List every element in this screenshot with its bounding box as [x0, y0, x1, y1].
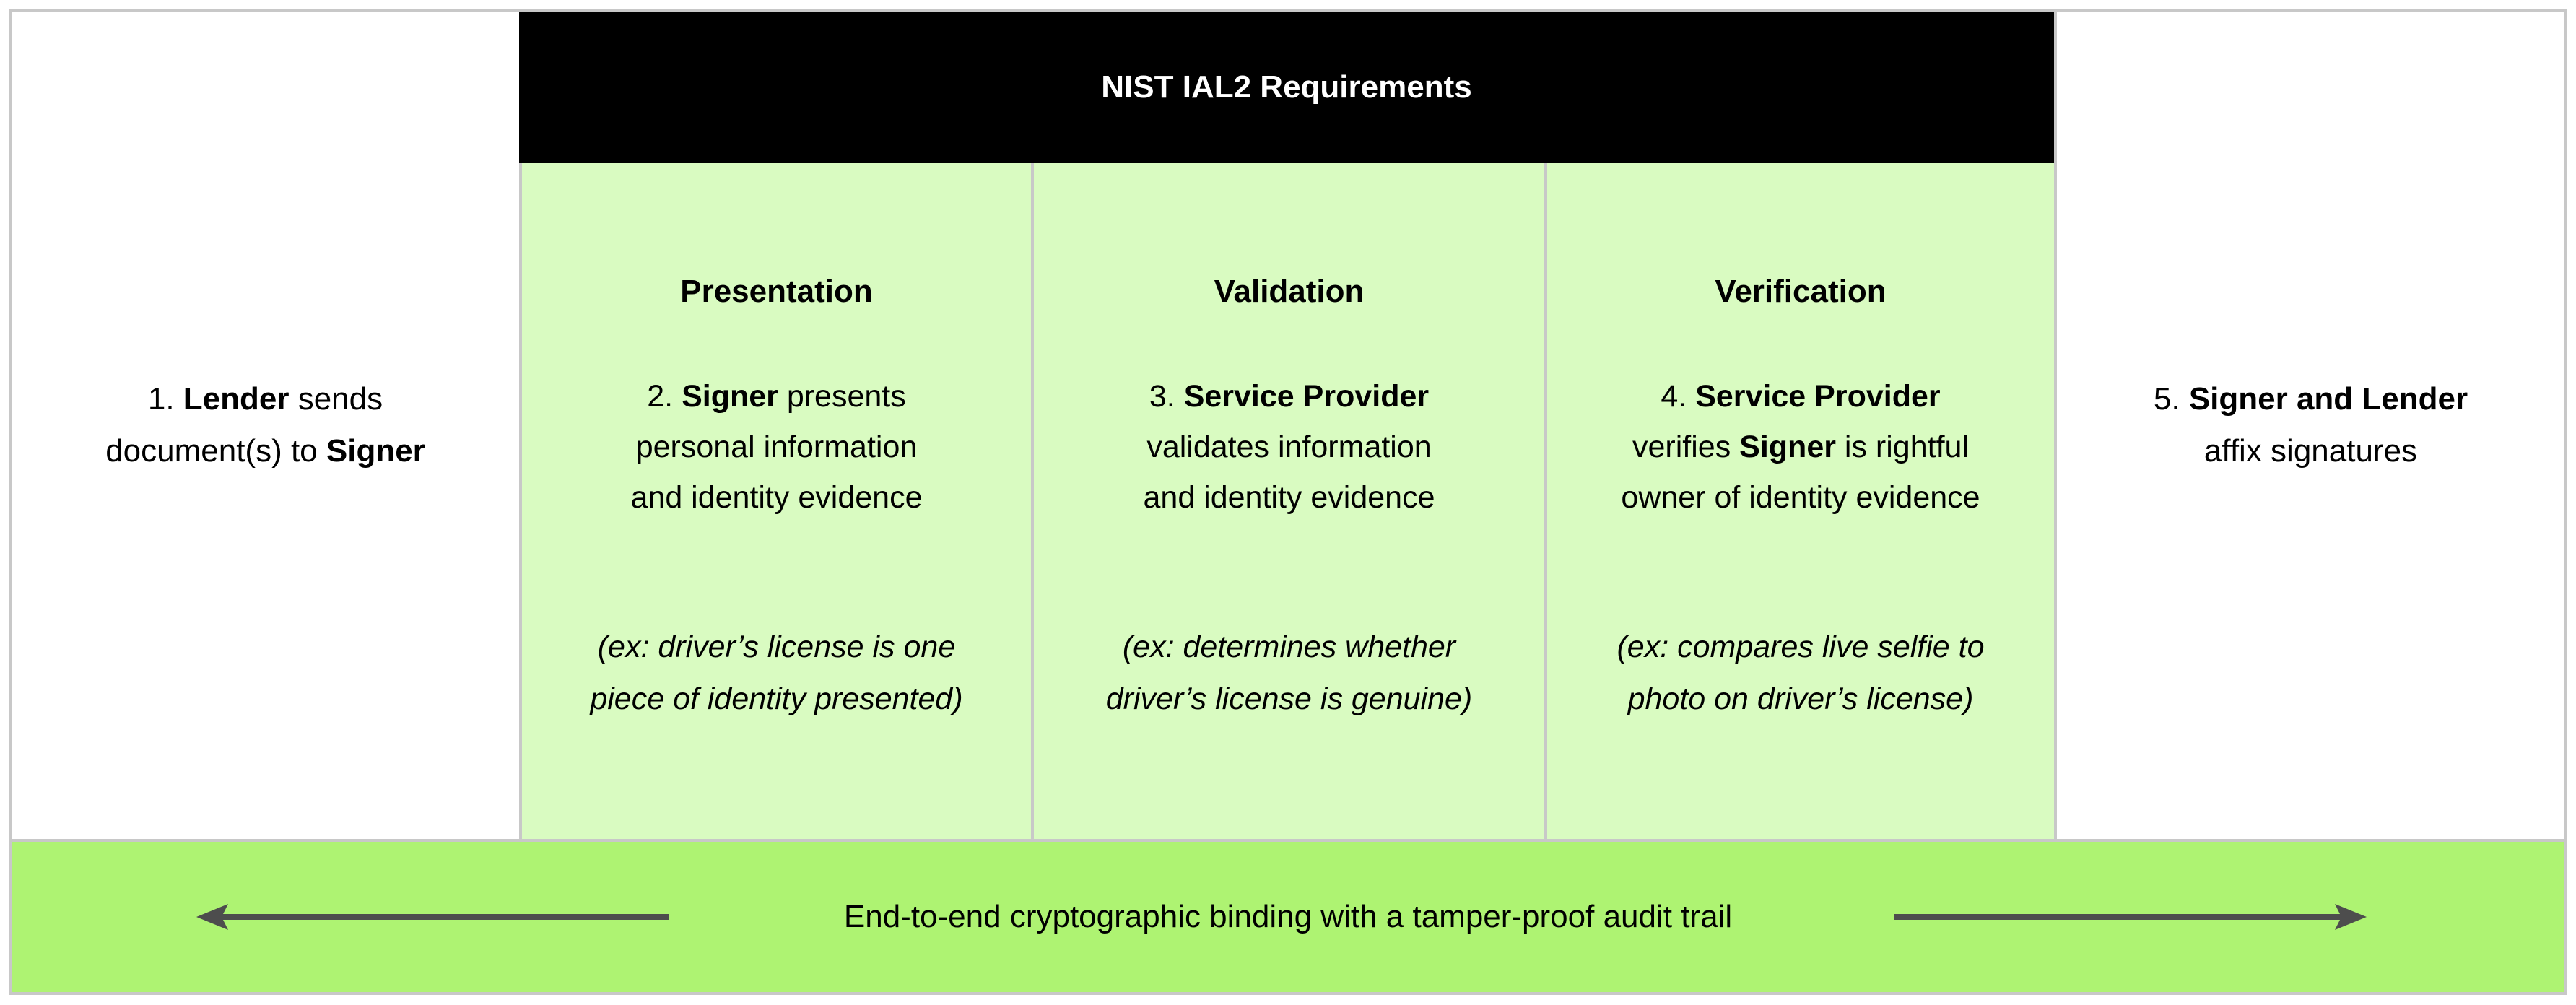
step2-line-2: personal information	[635, 430, 918, 464]
presentation-example-line-2: piece of identity presented)	[590, 682, 963, 716]
verification-heading: Verification	[1715, 274, 1887, 309]
step4-line-1: 4. Service Provider	[1661, 379, 1941, 414]
step4-line-2: verifies Signer is rightful	[1632, 430, 1969, 464]
step3-line-1: 3. Service Provider	[1149, 379, 1430, 414]
divider-left-col1	[519, 12, 522, 839]
column-validation: Validation 3. Service Provider validates…	[1034, 163, 1544, 839]
verification-example-line-1: (ex: compares live selfie to	[1616, 630, 1985, 664]
crypto-binding-banner: End-to-end cryptographic binding with a …	[12, 842, 2564, 992]
presentation-example-line-1: (ex: driver’s license is one	[597, 630, 956, 664]
validation-body: 3. Service Provider validates informatio…	[1034, 371, 1544, 523]
verification-body: 4. Service Provider verifies Signer is r…	[1547, 371, 2054, 523]
presentation-example: (ex: driver’s license is one piece of id…	[522, 621, 1031, 725]
validation-example-line-1: (ex: determines whether	[1122, 630, 1456, 664]
crypto-binding-label: End-to-end cryptographic binding with a …	[843, 899, 1733, 934]
step2-line-1: 2. Signer presents	[647, 379, 906, 414]
divider-col2-col3	[1544, 12, 1547, 839]
step3-line-2: validates information	[1146, 430, 1432, 464]
lender-step-cell: 1. Lender sends document(s) to Signer	[12, 12, 519, 839]
divider-col3-right	[2054, 12, 2057, 839]
step4-line-3: owner of identity evidence	[1621, 480, 1980, 515]
divider-table-banner	[12, 839, 2564, 842]
validation-example: (ex: determines whether driver’s license…	[1034, 621, 1544, 725]
right-arrow-icon	[1892, 901, 2368, 933]
nist-ial2-header-title: NIST IAL2 Requirements	[1101, 69, 1472, 105]
step1-line-2: document(s) to Signer	[105, 433, 425, 469]
presentation-heading: Presentation	[680, 274, 873, 309]
step3-line-3: and identity evidence	[1143, 480, 1435, 515]
step5-line-2: affix signatures	[2203, 433, 2418, 469]
step2-line-3: and identity evidence	[630, 480, 923, 515]
divider-col1-col2	[1031, 12, 1034, 839]
column-verification: Verification 4. Service Provider verifie…	[1547, 163, 2054, 839]
signer-lender-step-cell: 5. Signer and Lender affix signatures	[2057, 12, 2564, 839]
validation-heading: Validation	[1214, 274, 1365, 309]
diagram-frame: 1. Lender sends document(s) to Signer Pr…	[9, 9, 2567, 995]
presentation-body: 2. Signer presents personal information …	[522, 371, 1031, 523]
verification-example-line-2: photo on driver’s license)	[1627, 682, 1974, 716]
nist-ial2-header: NIST IAL2 Requirements	[519, 12, 2054, 163]
step1-line-1: 1. Lender sends	[147, 381, 383, 417]
step5-line-1: 5. Signer and Lender	[2153, 381, 2468, 417]
left-arrow-icon	[195, 901, 671, 933]
verification-example: (ex: compares live selfie to photo on dr…	[1547, 621, 2054, 725]
column-presentation: Presentation 2. Signer presents personal…	[522, 163, 1031, 839]
validation-example-line-2: driver’s license is genuine)	[1105, 682, 1473, 716]
